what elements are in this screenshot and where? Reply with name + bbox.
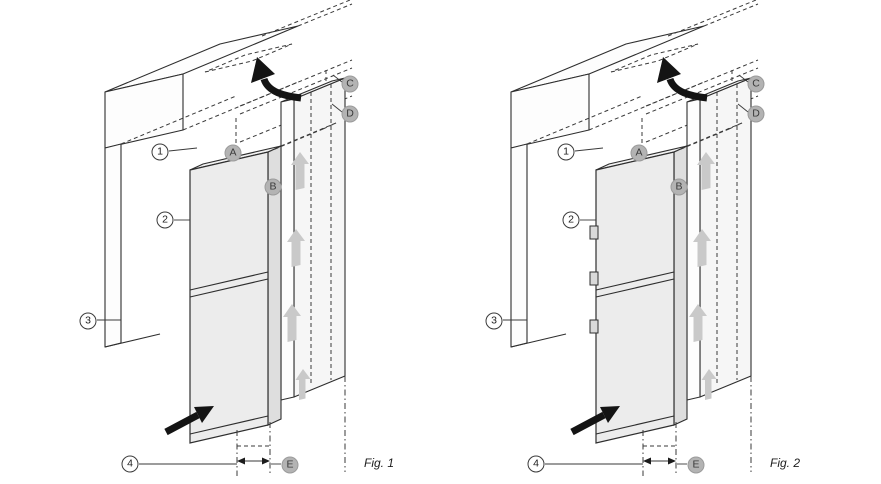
callout-e: E xyxy=(687,456,705,474)
callout-1: 1 xyxy=(557,143,575,161)
callout-d: D xyxy=(341,105,359,123)
callout-c: C xyxy=(747,75,765,93)
callout-3: 3 xyxy=(485,312,503,330)
callout-b: B xyxy=(264,178,282,196)
figure-1: 1 2 3 4 A B C D E Fig. 1 xyxy=(0,0,440,484)
callout-a: A xyxy=(224,144,242,162)
callout-3: 3 xyxy=(79,312,97,330)
callout-c: C xyxy=(341,75,359,93)
fig1-drawing xyxy=(0,0,440,484)
callout-4: 4 xyxy=(527,455,545,473)
callout-1: 1 xyxy=(151,143,169,161)
fig2-drawing xyxy=(406,0,846,484)
callout-4: 4 xyxy=(121,455,139,473)
callout-b: B xyxy=(670,178,688,196)
figure-caption: Fig. 1 xyxy=(364,456,395,470)
door-hinges xyxy=(589,225,599,334)
callout-2: 2 xyxy=(562,211,580,229)
figure-2: 1 2 3 4 A B C D E Fig. 2 xyxy=(406,0,846,484)
callout-e: E xyxy=(281,456,299,474)
callout-d: D xyxy=(747,105,765,123)
callout-a: A xyxy=(630,144,648,162)
callout-2: 2 xyxy=(156,211,174,229)
figure-caption: Fig. 2 xyxy=(770,456,801,470)
